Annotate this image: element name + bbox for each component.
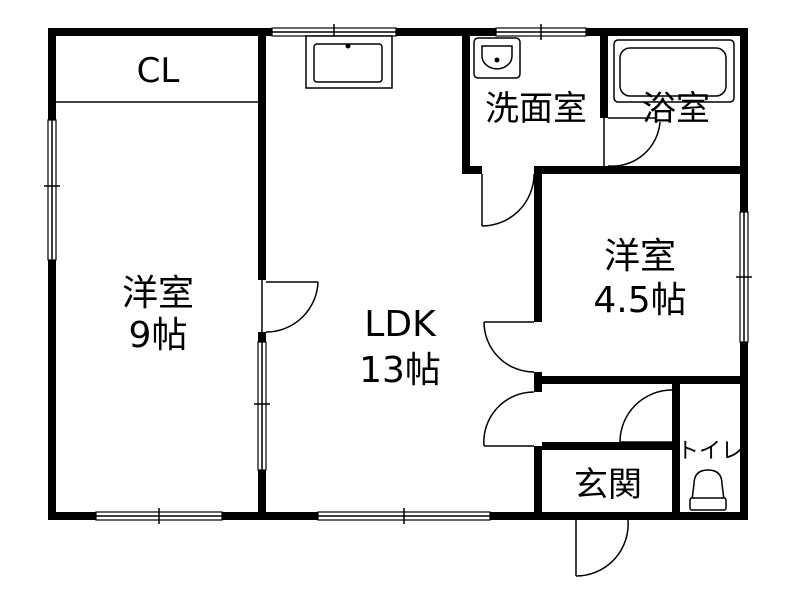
western-room-4-5-name: 洋室 <box>604 236 676 277</box>
ldk-size: 13帖 <box>359 350 441 391</box>
windows <box>44 24 752 524</box>
doors <box>265 117 677 577</box>
western-room-9-name: 洋室 <box>122 273 194 314</box>
bath-label: 浴室 <box>642 89 710 129</box>
wash-basin <box>473 37 521 79</box>
interior-walls <box>254 28 748 520</box>
ldk-name: LDK <box>364 304 437 345</box>
western-room-9-size: 9帖 <box>129 315 188 356</box>
closet-label: CL <box>137 51 180 91</box>
kitchen-sink <box>305 35 393 89</box>
entrance-label: 玄関 <box>574 465 642 505</box>
bathtub <box>613 39 735 103</box>
toilet-fixture <box>689 469 727 511</box>
washroom-label: 洗面室 <box>485 89 587 129</box>
western-room-4-5-size: 4.5帖 <box>593 280 686 321</box>
toilet-label: トイレ <box>677 439 743 464</box>
